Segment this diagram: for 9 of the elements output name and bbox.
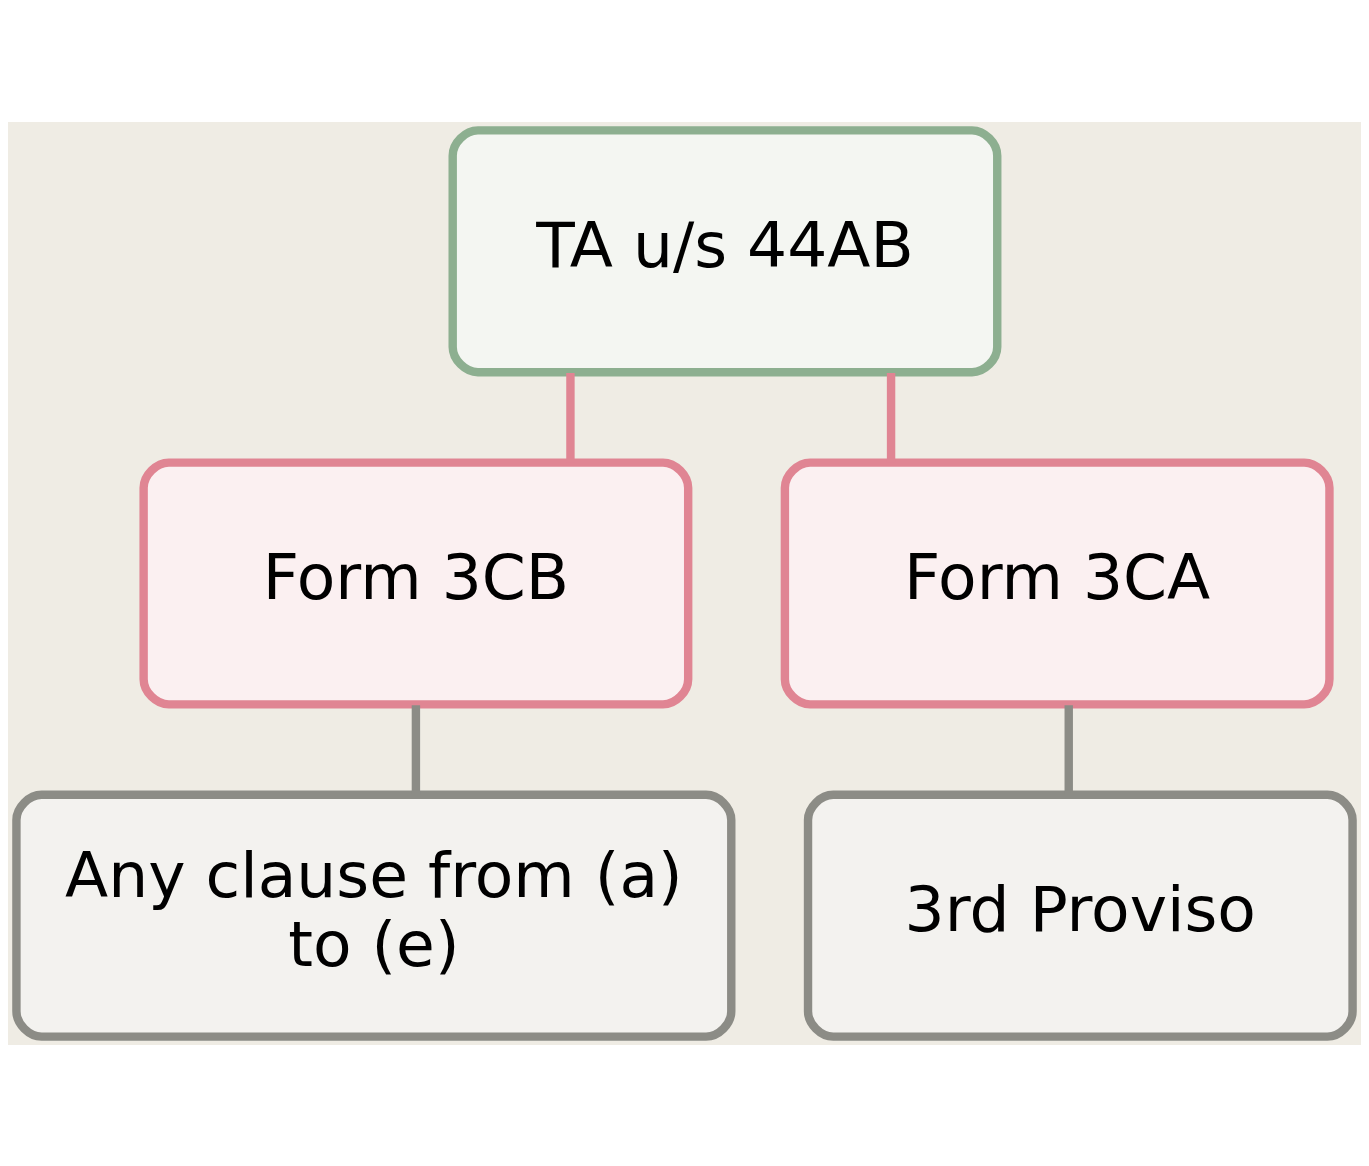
node-box: TA u/s 44AB [448, 125, 1002, 376]
node-box: Form 3CA [780, 457, 1334, 709]
connector [566, 372, 575, 462]
node-box: 3rd Proviso [803, 790, 1357, 1041]
connector [886, 372, 896, 462]
connector [1064, 704, 1073, 794]
connector [411, 704, 421, 794]
node-box: Any clause from (a) to (e) [12, 790, 736, 1041]
node-box: Form 3CB [139, 457, 693, 709]
